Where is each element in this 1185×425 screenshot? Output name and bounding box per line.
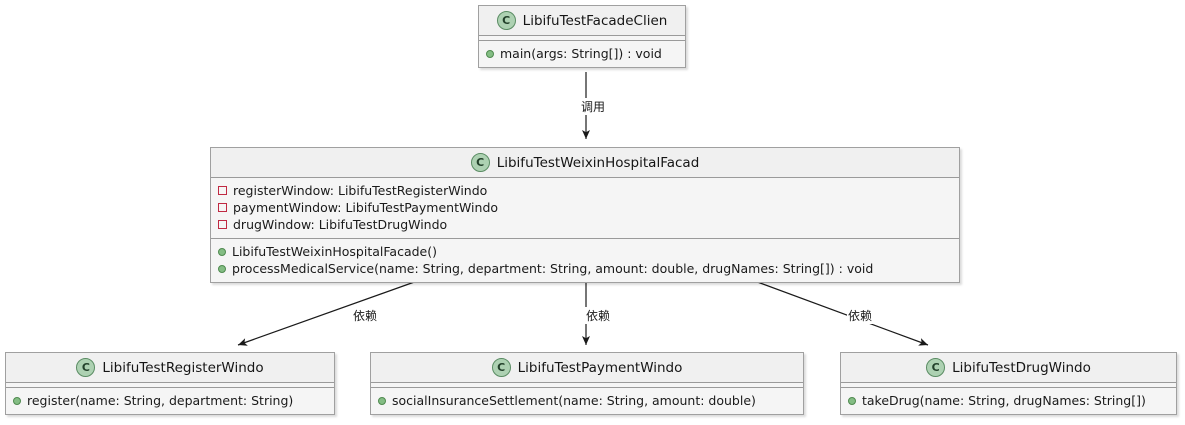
edge-label-dependency-payment: 依赖: [585, 307, 612, 324]
field-signature: paymentWindow: LibifuTestPaymentWindo: [233, 200, 499, 215]
class-icon: C: [491, 358, 511, 377]
field-row: registerWindow: LibifuTestRegisterWindo: [211, 182, 959, 199]
class-methods-section: socialInsuranceSettlement(name: String, …: [371, 388, 803, 414]
class-icon: C: [496, 11, 516, 30]
private-visibility-icon: [218, 220, 227, 229]
public-visibility-icon: [13, 396, 21, 405]
class-name: LibifuTestFacadeClien: [522, 12, 668, 29]
method-row: socialInsuranceSettlement(name: String, …: [371, 392, 803, 409]
edge-label-dependency-drug: 依赖: [847, 307, 874, 324]
private-visibility-icon: [218, 203, 227, 212]
class-header-separator: [841, 383, 1176, 388]
private-visibility-icon: [218, 186, 227, 195]
class-icon: C: [926, 358, 946, 377]
class-methods-section: takeDrug(name: String, drugNames: String…: [841, 388, 1176, 414]
class-fields-section: registerWindow: LibifuTestRegisterWindo …: [211, 178, 959, 238]
public-visibility-icon: [848, 396, 856, 405]
edge-facade-to-register: [237, 279, 421, 346]
class-box-facade-client[interactable]: C LibifuTestFacadeClien main(args: Strin…: [478, 5, 686, 68]
class-box-drug-window[interactable]: C LibifuTestDrugWindo takeDrug(name: Str…: [840, 352, 1177, 415]
class-header-separator: [6, 383, 334, 388]
class-name: LibifuTestRegisterWindo: [102, 359, 264, 376]
public-visibility-icon: [218, 264, 226, 273]
field-signature: registerWindow: LibifuTestRegisterWindo: [233, 183, 488, 198]
class-name: LibifuTestWeixinHospitalFacad: [496, 154, 700, 171]
edge-label-dependency-register: 依赖: [352, 307, 379, 324]
method-signature: register(name: String, department: Strin…: [27, 393, 294, 408]
field-signature: drugWindow: LibifuTestDrugWindo: [233, 217, 448, 232]
method-signature: LibifuTestWeixinHospitalFacade(): [232, 244, 437, 259]
class-header: C LibifuTestFacadeClien: [479, 6, 685, 36]
method-signature: main(args: String[]) : void: [500, 46, 662, 61]
method-signature: processMedicalService(name: String, depa…: [232, 261, 874, 276]
class-methods-section: LibifuTestWeixinHospitalFacade() process…: [211, 238, 959, 282]
class-header-separator: [479, 36, 685, 41]
class-header: C LibifuTestPaymentWindo: [371, 353, 803, 383]
class-box-register-window[interactable]: C LibifuTestRegisterWindo register(name:…: [5, 352, 335, 415]
class-methods-section: register(name: String, department: Strin…: [6, 388, 334, 414]
public-visibility-icon: [218, 247, 226, 256]
class-methods-section: main(args: String[]) : void: [479, 41, 685, 67]
edge-facade-to-drug: [751, 279, 929, 346]
method-row: main(args: String[]) : void: [479, 45, 685, 62]
field-row: drugWindow: LibifuTestDrugWindo: [211, 216, 959, 233]
class-icon: C: [470, 153, 490, 172]
class-box-payment-window[interactable]: C LibifuTestPaymentWindo socialInsurance…: [370, 352, 804, 415]
class-header: C LibifuTestWeixinHospitalFacad: [211, 148, 959, 178]
method-row: register(name: String, department: Strin…: [6, 392, 334, 409]
public-visibility-icon: [486, 49, 494, 58]
method-signature: socialInsuranceSettlement(name: String, …: [392, 393, 756, 408]
method-row: processMedicalService(name: String, depa…: [211, 260, 959, 277]
class-name: LibifuTestDrugWindo: [952, 359, 1091, 376]
edge-label-call: 调用: [580, 98, 607, 115]
method-signature: takeDrug(name: String, drugNames: String…: [862, 393, 1146, 408]
class-header-separator: [371, 383, 803, 388]
class-name: LibifuTestPaymentWindo: [517, 359, 683, 376]
class-box-weixin-hospital-facade[interactable]: C LibifuTestWeixinHospitalFacad register…: [210, 147, 960, 283]
method-row: takeDrug(name: String, drugNames: String…: [841, 392, 1176, 409]
field-row: paymentWindow: LibifuTestPaymentWindo: [211, 199, 959, 216]
class-icon: C: [76, 358, 96, 377]
public-visibility-icon: [378, 396, 386, 405]
class-header: C LibifuTestRegisterWindo: [6, 353, 334, 383]
class-header: C LibifuTestDrugWindo: [841, 353, 1176, 383]
method-row: LibifuTestWeixinHospitalFacade(): [211, 243, 959, 260]
